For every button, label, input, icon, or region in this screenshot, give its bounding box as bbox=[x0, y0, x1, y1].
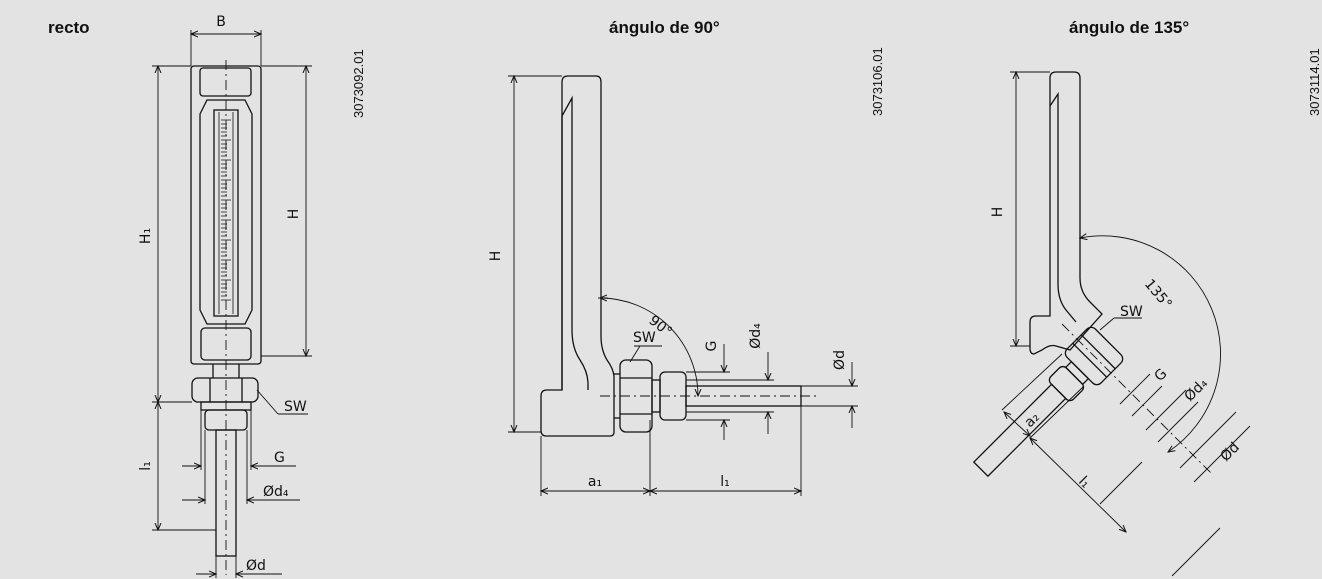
angle90-dimensions bbox=[508, 76, 858, 496]
label-d-angle90: Ød bbox=[832, 350, 848, 370]
label-sw-straight: SW bbox=[284, 399, 307, 415]
title-angle-90: ángulo de 90° bbox=[609, 18, 720, 37]
label-d4-angle135: Ød₄ bbox=[1182, 375, 1212, 405]
title-straight: recto bbox=[48, 18, 90, 37]
label-l1-straight: l₁ bbox=[138, 461, 154, 471]
label-h-angle135: H bbox=[990, 207, 1006, 218]
label-h1-straight: H₁ bbox=[138, 228, 154, 244]
label-a2: a₂ bbox=[1022, 409, 1043, 430]
label-135-degrees: 135° bbox=[1141, 276, 1175, 312]
label-sw-angle90: SW bbox=[633, 330, 656, 346]
straight-thermometer bbox=[190, 60, 262, 575]
angle90-labels: H 90° a₁ l₁ SW G Ød₄ Ød bbox=[488, 251, 848, 490]
label-sw-angle135: SW bbox=[1120, 304, 1143, 320]
label-d-angle135: Ød bbox=[1218, 439, 1243, 464]
label-d4-straight: Ød₄ bbox=[263, 484, 289, 500]
label-d4-angle90: Ød₄ bbox=[748, 323, 764, 349]
label-h-straight: H bbox=[286, 209, 302, 220]
straight-dimensions bbox=[152, 30, 312, 578]
angle135-dimensions bbox=[1001, 72, 1251, 577]
straight-labels: B H₁ H l₁ SW G Ød₄ Ød bbox=[138, 14, 307, 574]
label-b: B bbox=[216, 14, 226, 30]
label-g-angle90: G bbox=[704, 341, 720, 352]
label-d-straight: Ød bbox=[246, 558, 266, 574]
angle135-housing-outline bbox=[1029, 71, 1103, 355]
label-h-angle90: H bbox=[488, 251, 504, 262]
angle135-labels: H 135° SW G Ød₄ Ød a₂ l₁ bbox=[990, 207, 1243, 492]
title-angle-135: ángulo de 135° bbox=[1069, 18, 1190, 37]
label-a1: a₁ bbox=[588, 474, 602, 490]
label-l1-angle90: l₁ bbox=[720, 474, 730, 490]
straight-hex-nut bbox=[191, 377, 259, 403]
angle90-thermometer bbox=[540, 75, 818, 437]
label-l1-angle135: l₁ bbox=[1075, 474, 1093, 492]
angle90-housing-outline bbox=[540, 75, 615, 437]
label-g-angle135: G bbox=[1152, 366, 1171, 385]
angle135-thermometer bbox=[972, 71, 1213, 478]
label-g-straight: G bbox=[274, 450, 285, 466]
